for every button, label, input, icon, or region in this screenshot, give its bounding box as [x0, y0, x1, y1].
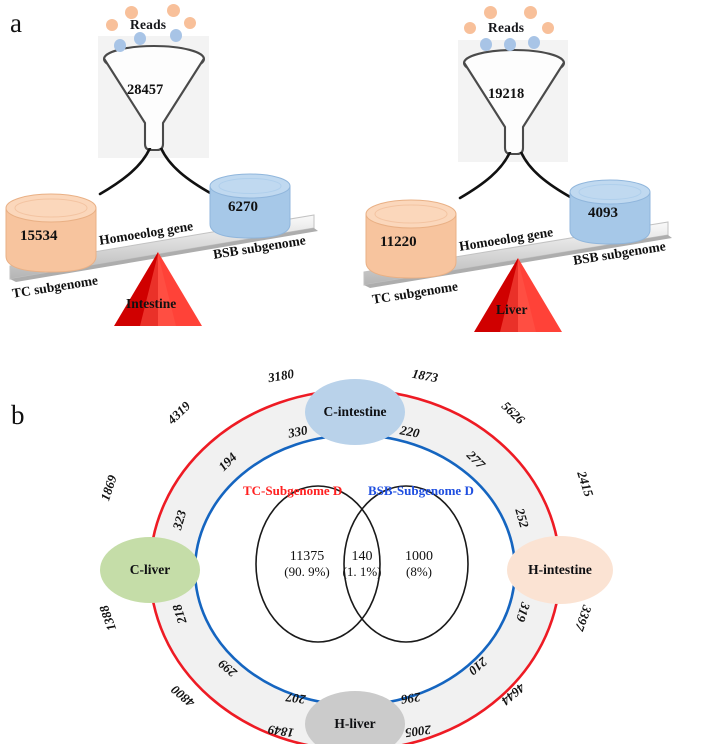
- read-dot-blue: [134, 32, 146, 45]
- legend-tc-subgenome: TC-Subgenome D: [243, 483, 343, 498]
- read-dot-orange: [106, 19, 118, 31]
- funnel-icon: [102, 44, 206, 152]
- panel-b-letter: b: [11, 400, 25, 430]
- inner-arc-value: 296: [400, 689, 422, 708]
- venn-count-bsb: 1000: [405, 548, 433, 564]
- read-dot-blue: [528, 36, 540, 49]
- cylinder-tc-count: 15534: [20, 228, 58, 244]
- venn-pct-bsb: (8%): [406, 563, 432, 579]
- reads-label: Reads: [488, 20, 525, 35]
- node-h-liver: [305, 691, 405, 744]
- funnel-icon: [462, 48, 566, 156]
- split-tubes: [98, 148, 214, 196]
- cylinder-tc-count: 11220: [380, 234, 417, 250]
- funnel-count: 19218: [488, 86, 525, 102]
- venn-pct-shared: (1. 1%): [342, 563, 382, 579]
- venn-circle-tc: [255, 485, 381, 643]
- venn-pct-tc: (90. 9%): [284, 563, 330, 579]
- read-dot-blue: [114, 39, 126, 52]
- read-dot-orange: [464, 22, 476, 34]
- pyramid-fulcrum: [114, 252, 202, 326]
- funnel-count: 28457: [127, 82, 164, 98]
- node-label-h-intestine[interactable]: H-intestine: [528, 562, 592, 577]
- cylinder-tc: [5, 193, 97, 273]
- node-c-intestine: [305, 379, 405, 445]
- ring-graphic: [100, 379, 613, 744]
- node-label-c-liver[interactable]: C-liver: [129, 562, 171, 577]
- read-dot-blue: [504, 38, 516, 51]
- pyramid-fulcrum: [474, 258, 562, 332]
- scale-unit-intestine: Reads 28457: [0, 0, 355, 340]
- reads-label: Reads: [130, 17, 167, 32]
- legend-bsb-subgenome: BSB-Subgenome D: [368, 483, 474, 498]
- read-dot-orange: [524, 6, 537, 19]
- inner-arc-value: 207: [284, 689, 307, 708]
- cylinder-bsb-count: 4093: [588, 205, 618, 221]
- read-dot-blue: [480, 38, 492, 51]
- node-label-h-liver[interactable]: H-liver: [334, 716, 376, 731]
- panel-a-letter: a: [10, 8, 22, 38]
- read-dot-blue: [170, 29, 182, 42]
- split-tubes: [458, 152, 574, 200]
- node-label-c-intestine[interactable]: C-intestine: [323, 404, 387, 419]
- node-h-intestine: [507, 536, 613, 604]
- outer-arc-value: 1849: [267, 722, 295, 741]
- read-dot-orange: [167, 4, 180, 17]
- read-dot-orange: [125, 6, 138, 19]
- cylinder-bsb: [569, 179, 651, 245]
- fulcrum-label: Liver: [496, 302, 528, 317]
- read-dot-orange: [484, 6, 497, 19]
- scale-unit-liver: Reads 19218: [352, 0, 707, 340]
- venn-value-tc-only: 11375 (90. 9%): [284, 549, 330, 579]
- panel-b-ring-diagram: C-intestine H-intestine H-liver C-liver …: [0, 352, 709, 744]
- node-c-liver: [100, 537, 200, 603]
- venn-value-bsb-only: 1000 (8%): [405, 549, 433, 579]
- fulcrum-label: Intestine: [126, 296, 177, 311]
- cylinder-bsb-count: 6270: [228, 199, 258, 215]
- cylinder-bsb: [209, 173, 291, 239]
- read-dot-orange: [184, 17, 196, 29]
- venn-count-tc: 11375: [289, 548, 325, 564]
- read-dot-orange: [542, 22, 554, 34]
- inner-arc-value: 220: [398, 422, 421, 441]
- venn-circle-bsb: [343, 485, 469, 643]
- cylinder-tc: [365, 199, 457, 279]
- venn-value-shared: 140 (1. 1%): [343, 549, 382, 579]
- venn-count-shared: 140: [351, 548, 373, 564]
